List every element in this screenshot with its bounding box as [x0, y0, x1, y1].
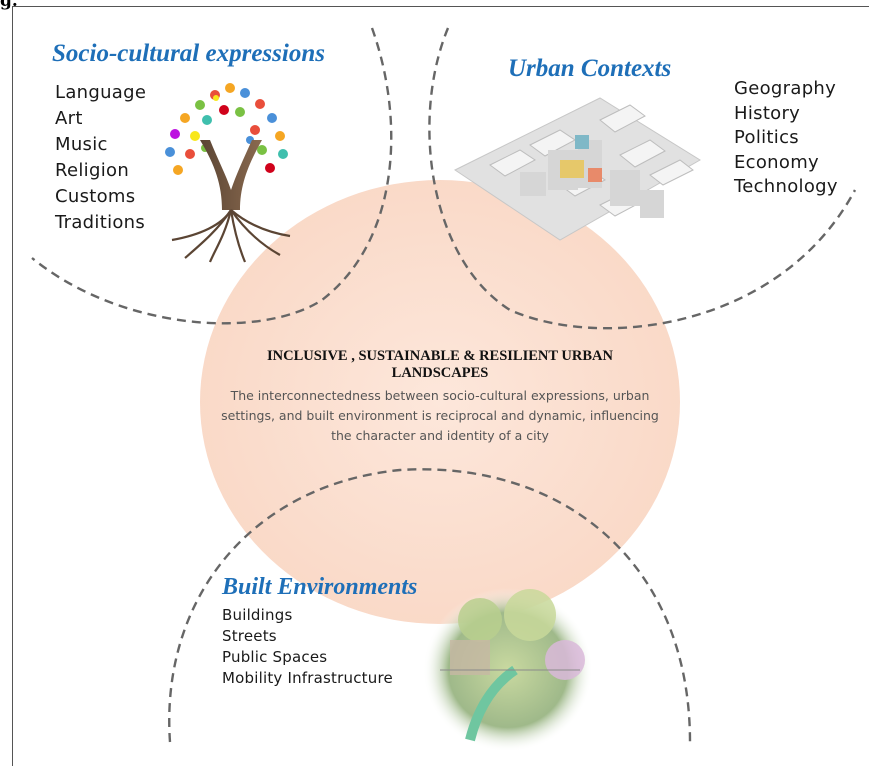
built-item: Buildings [222, 606, 293, 624]
street-sketch [423, 588, 593, 752]
city-model [454, 97, 701, 241]
built-item: Public Spaces [222, 648, 328, 666]
built-item: Streets [222, 627, 277, 645]
center-title: INCLUSIVE , SUSTAINABLE & RESILIENT URBA… [267, 348, 613, 381]
figure-label: g. [0, 0, 18, 11]
hand-leaves [165, 83, 288, 175]
tree-roots [171, 209, 291, 263]
built-list: Buildings Streets Public Spaces Mobility… [222, 605, 393, 689]
socio-item: Customs [55, 186, 136, 207]
urban-arc [428, 27, 857, 330]
socio-item: Language [55, 82, 147, 103]
urban-item: Technology [734, 176, 838, 197]
urban-item: History [734, 102, 801, 124]
socio-item: Art [55, 108, 83, 129]
urban-title: Urban Contexts [508, 55, 672, 82]
socio-list: Language Art Music Religion Customs Trad… [55, 80, 146, 236]
urban-item: Geography [734, 78, 837, 99]
socio-item: Religion [55, 160, 130, 181]
tree-illustration [165, 83, 291, 263]
urban-item: Economy [734, 151, 819, 173]
tree-trunk [200, 140, 262, 210]
socio-item: Music [55, 134, 108, 155]
socio-arc [31, 27, 393, 325]
urban-list: Geography History Politics Economy Techn… [734, 77, 838, 200]
socio-item: Traditions [55, 212, 146, 233]
center-ellipse [200, 180, 680, 624]
frame-top-border [12, 6, 869, 7]
built-item: Mobility Infrastructure [222, 669, 393, 687]
frame-left-border [12, 6, 13, 766]
center-description: The interconnectedness between socio-cul… [221, 388, 659, 443]
socio-title: Socio-cultural expressions [52, 40, 325, 67]
built-arc [168, 468, 692, 743]
built-title: Built Environments [222, 574, 418, 600]
urban-item: Politics [734, 127, 799, 148]
